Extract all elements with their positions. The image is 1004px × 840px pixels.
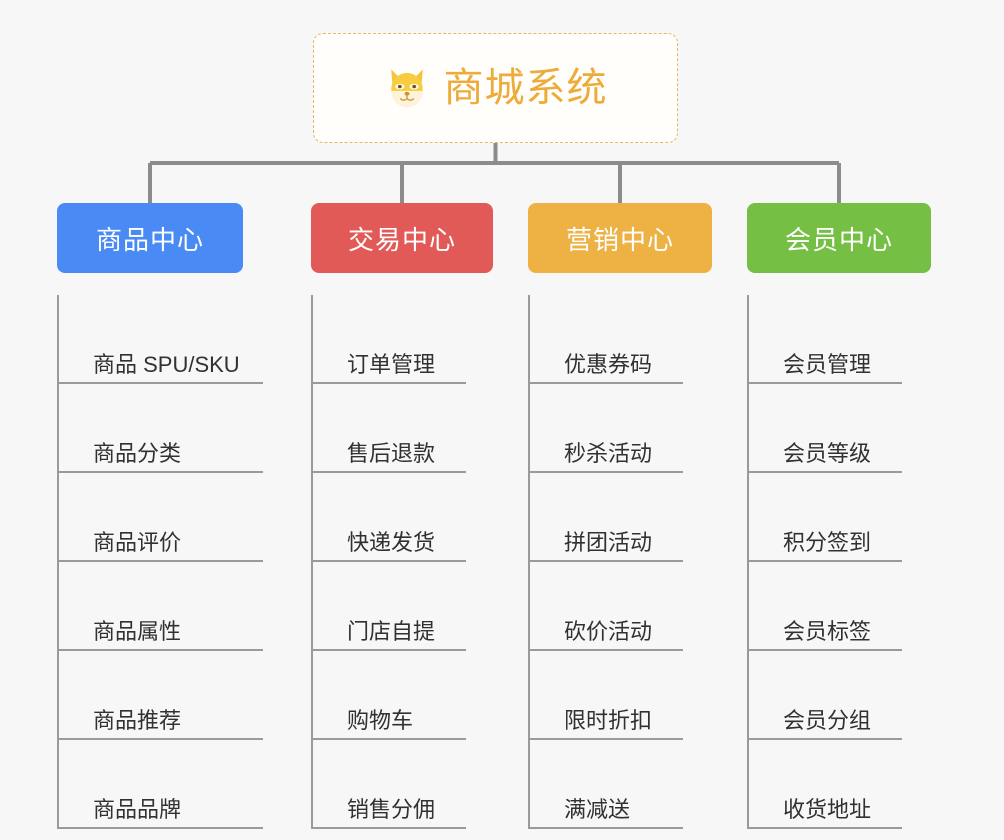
- leaf-item-underline: [747, 649, 902, 651]
- leaf-item-underline: [57, 560, 263, 562]
- leaf-item-label: 商品分类: [93, 440, 182, 466]
- leaf-item-underline: [311, 649, 466, 651]
- branch-column-1: 商品中心商品 SPU/SKU 商品分类商品评价商品属性商品推荐商品品牌: [57, 203, 263, 829]
- branch-header-label: 会员中心: [784, 224, 893, 255]
- leaf-item[interactable]: 商品评价: [57, 473, 263, 562]
- leaf-item[interactable]: 积分签到: [747, 473, 931, 562]
- leaf-item-label: 积分签到: [783, 529, 872, 555]
- leaf-item-label: 销售分佣: [347, 796, 436, 822]
- leaf-item[interactable]: 商品属性: [57, 562, 263, 651]
- leaf-item-label: 满减送: [564, 796, 631, 822]
- leaf-item-underline: [311, 827, 466, 829]
- leaf-list-4: 会员管理会员等级积分签到会员标签会员分组收货地址: [747, 295, 931, 829]
- leaf-item[interactable]: 限时折扣: [528, 651, 712, 740]
- shiba-dog-icon: [390, 69, 423, 108]
- leaf-item-label: 购物车: [347, 707, 414, 733]
- leaf-item-underline: [528, 382, 683, 384]
- leaf-spine: [57, 295, 59, 829]
- leaf-item[interactable]: 拼团活动: [528, 473, 712, 562]
- leaf-item-underline: [311, 560, 466, 562]
- leaf-item-underline: [528, 560, 683, 562]
- leaf-item[interactable]: 会员等级: [747, 384, 931, 473]
- leaf-item[interactable]: 售后退款: [311, 384, 493, 473]
- branch-header-label: 商品中心: [95, 224, 204, 255]
- branch-header-3[interactable]: 营销中心: [528, 203, 712, 273]
- leaf-item-underline: [747, 382, 902, 384]
- leaf-item-label: 商品推荐: [93, 707, 182, 733]
- leaf-item[interactable]: 商品推荐: [57, 651, 263, 740]
- leaf-item-underline: [57, 471, 263, 473]
- leaf-item-label: 订单管理: [347, 351, 436, 377]
- leaf-item[interactable]: 砍价活动: [528, 562, 712, 651]
- leaf-item[interactable]: 购物车: [311, 651, 493, 740]
- leaf-item-label: 会员管理: [783, 351, 872, 377]
- root-node-label: 商城系统: [443, 66, 608, 110]
- leaf-item[interactable]: 商品 SPU/SKU: [57, 295, 263, 384]
- leaf-item-label: 商品评价: [93, 529, 182, 555]
- leaf-spine: [528, 295, 530, 829]
- leaf-item[interactable]: 会员分组: [747, 651, 931, 740]
- leaf-item-label: 快递发货: [347, 529, 436, 555]
- leaf-item-label: 售后退款: [347, 440, 436, 466]
- leaf-item-label: 砍价活动: [564, 618, 653, 644]
- branch-column-2: 交易中心订单管理售后退款快递发货门店自提购物车销售分佣: [311, 203, 493, 829]
- branch-column-3: 营销中心优惠券码秒杀活动拼团活动砍价活动限时折扣满减送: [528, 203, 712, 829]
- leaf-spine: [747, 295, 749, 829]
- branch-column-4: 会员中心会员管理会员等级积分签到会员标签会员分组收货地址: [747, 203, 931, 829]
- leaf-item[interactable]: 会员管理: [747, 295, 931, 384]
- leaf-item-underline: [528, 827, 683, 829]
- leaf-item-underline: [747, 738, 902, 740]
- leaf-item-label: 商品 SPU/SKU: [93, 351, 240, 377]
- leaf-item[interactable]: 商品品牌: [57, 740, 263, 829]
- leaf-item[interactable]: 满减送: [528, 740, 712, 829]
- branch-header-1[interactable]: 商品中心: [57, 203, 243, 273]
- leaf-list-2: 订单管理售后退款快递发货门店自提购物车销售分佣: [311, 295, 493, 829]
- branch-header-label: 营销中心: [565, 224, 674, 255]
- leaf-item-label: 门店自提: [347, 618, 436, 644]
- leaf-item[interactable]: 门店自提: [311, 562, 493, 651]
- leaf-item-label: 会员标签: [783, 618, 872, 644]
- leaf-item-label: 优惠券码: [564, 351, 653, 377]
- leaf-item-label: 秒杀活动: [564, 440, 653, 466]
- leaf-item[interactable]: 销售分佣: [311, 740, 493, 829]
- leaf-item-underline: [528, 738, 683, 740]
- leaf-item-underline: [311, 471, 466, 473]
- leaf-item-underline: [747, 560, 902, 562]
- leaf-item[interactable]: 优惠券码: [528, 295, 712, 384]
- leaf-item[interactable]: 秒杀活动: [528, 384, 712, 473]
- leaf-item-underline: [57, 382, 263, 384]
- leaf-item-underline: [311, 738, 466, 740]
- branch-header-label: 交易中心: [347, 224, 456, 255]
- leaf-item[interactable]: 快递发货: [311, 473, 493, 562]
- leaf-item-label: 收货地址: [783, 796, 872, 822]
- leaf-item-underline: [528, 471, 683, 473]
- leaf-item[interactable]: 收货地址: [747, 740, 931, 829]
- root-node[interactable]: 商城系统: [313, 33, 678, 143]
- leaf-spine: [311, 295, 313, 829]
- leaf-item-underline: [528, 649, 683, 651]
- leaf-item-underline: [57, 649, 263, 651]
- leaf-item[interactable]: 商品分类: [57, 384, 263, 473]
- leaf-item[interactable]: 订单管理: [311, 295, 493, 384]
- leaf-item-label: 拼团活动: [564, 529, 653, 555]
- leaf-item-underline: [311, 382, 466, 384]
- leaf-item-underline: [747, 827, 902, 829]
- leaf-item-underline: [57, 827, 263, 829]
- branch-header-4[interactable]: 会员中心: [747, 203, 931, 273]
- leaf-item[interactable]: 会员标签: [747, 562, 931, 651]
- leaf-item-label: 商品属性: [93, 618, 182, 644]
- leaf-list-1: 商品 SPU/SKU 商品分类商品评价商品属性商品推荐商品品牌: [57, 295, 263, 829]
- leaf-item-label: 会员等级: [783, 440, 872, 466]
- leaf-item-label: 商品品牌: [93, 796, 182, 822]
- leaf-item-label: 会员分组: [783, 707, 872, 733]
- leaf-item-label: 限时折扣: [564, 707, 653, 733]
- leaf-item-underline: [57, 738, 263, 740]
- branch-header-2[interactable]: 交易中心: [311, 203, 493, 273]
- leaf-list-3: 优惠券码秒杀活动拼团活动砍价活动限时折扣满减送: [528, 295, 712, 829]
- leaf-item-underline: [747, 471, 902, 473]
